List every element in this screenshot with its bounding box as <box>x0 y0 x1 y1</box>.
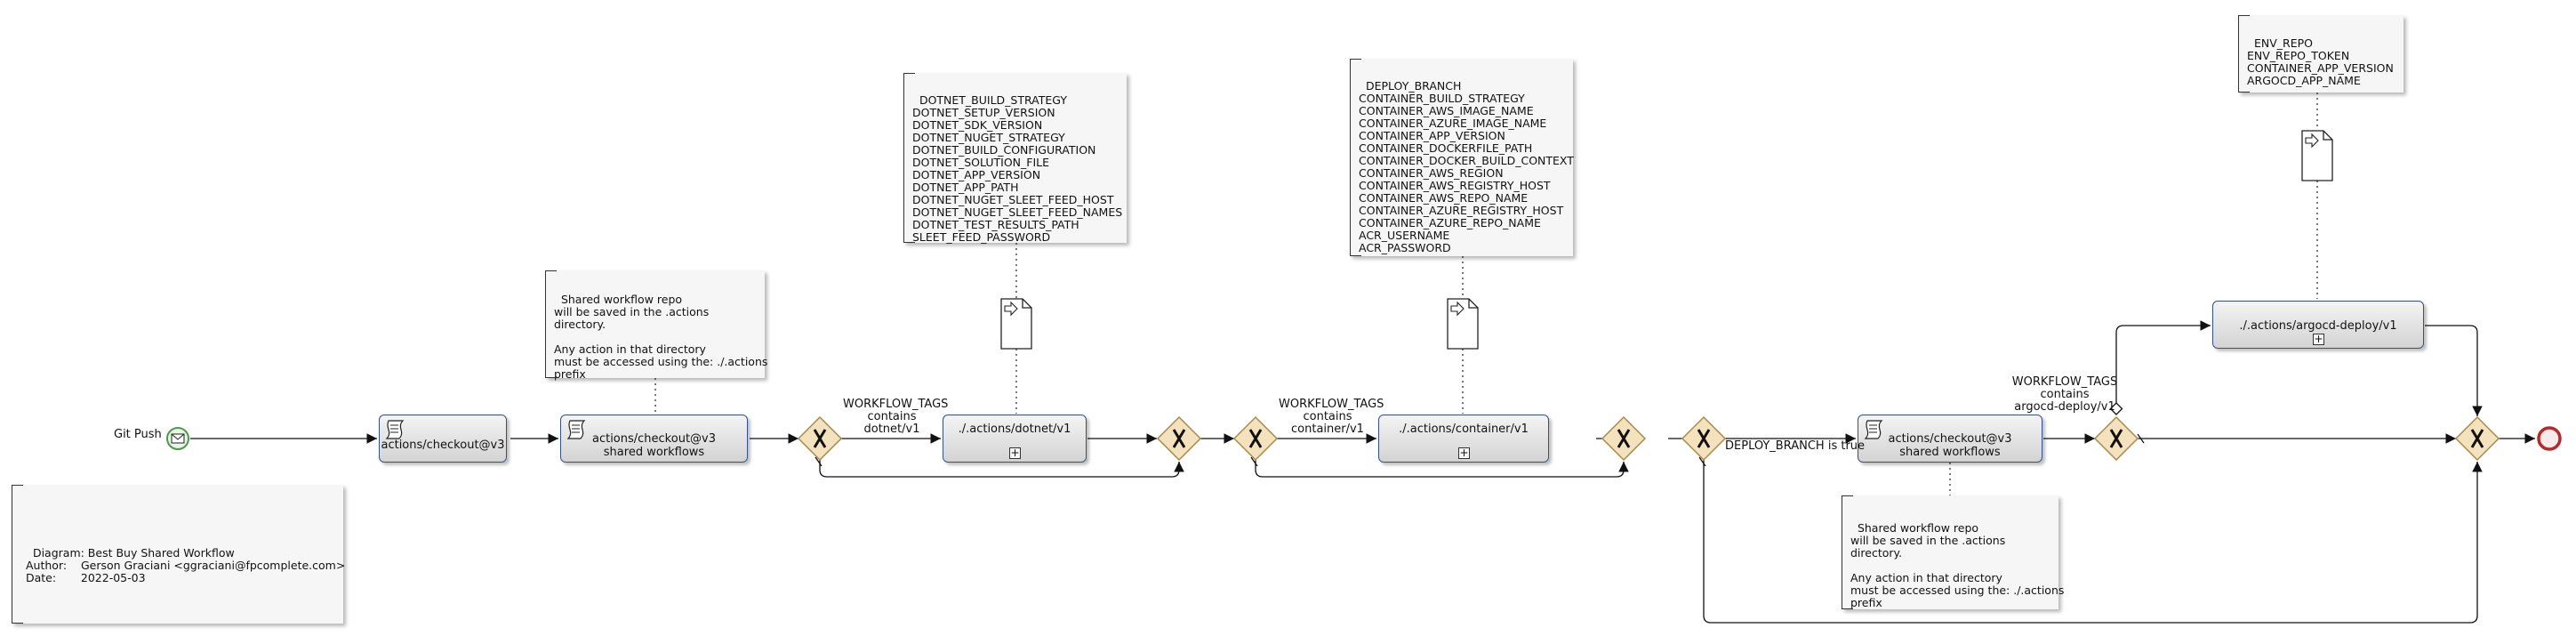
subprocess-label: ./.actions/container/v1 <box>1399 423 1529 436</box>
flow <box>819 460 1184 478</box>
start-event-label: Git Push <box>114 428 162 441</box>
exclusive-gateway-icon <box>813 429 827 448</box>
exclusive-gateway[interactable] <box>1601 415 1647 462</box>
subprocess-dotnet[interactable]: ./.actions/dotnet/v1 + <box>943 415 1087 463</box>
task-label-line1: actions/checkout@v3 <box>1888 432 2012 446</box>
note-diagram-info: Diagram: Best Buy Shared Workflow Author… <box>12 485 345 624</box>
start-event[interactable] <box>166 427 189 450</box>
condition-label-deploy-branch: DEPLOY_BRANCH is true <box>1725 439 1866 453</box>
plus-icon[interactable]: + <box>2313 333 2324 345</box>
task-label-line1: actions/checkout@v3 <box>591 432 717 446</box>
exclusive-gateway[interactable] <box>1232 415 1279 462</box>
exclusive-gateway-icon <box>2109 429 2123 448</box>
note-container-vars: DEPLOY_BRANCH CONTAINER_BUILD_STRATEGY C… <box>1350 59 1574 256</box>
exclusive-gateway[interactable] <box>2093 415 2139 462</box>
data-input-icon[interactable] <box>1000 298 1032 350</box>
exclusive-gateway[interactable] <box>1681 415 1727 462</box>
exclusive-gateway[interactable] <box>2454 415 2500 462</box>
exclusive-gateway[interactable] <box>1156 415 1202 462</box>
task-label: actions/checkout@v3 <box>381 439 505 452</box>
exclusive-gateway-icon <box>2470 429 2484 448</box>
gateways <box>797 415 2500 462</box>
exclusive-gateway-icon <box>1697 429 1711 448</box>
note-shared-repo-top: Shared workflow repo will be saved in th… <box>545 270 767 381</box>
data-input-icon[interactable] <box>2301 130 2333 181</box>
task-checkout-shared-2[interactable]: actions/checkout@v3 shared workflows <box>1858 415 2042 463</box>
sequence-flows <box>190 320 2535 624</box>
flow <box>2425 325 2483 416</box>
subprocess-argocd[interactable]: ./.actions/argocd-deploy/v1 + <box>2212 301 2424 349</box>
task-checkout-shared[interactable]: actions/checkout@v3 shared workflows <box>560 415 748 463</box>
script-icon <box>1864 420 1883 439</box>
plus-icon[interactable]: + <box>1009 447 1021 459</box>
task-label-line2: shared workflows <box>1899 446 2001 459</box>
subprocess-label: ./.actions/argocd-deploy/v1 <box>2239 319 2397 333</box>
plus-icon[interactable]: + <box>1458 447 1470 459</box>
note-shared-repo-bottom: Shared workflow repo will be saved in th… <box>1842 495 2064 609</box>
task-label-line2: shared workflows <box>603 446 705 459</box>
envelope-icon <box>171 433 185 444</box>
data-inputs <box>1000 130 2333 350</box>
script-icon <box>385 420 405 439</box>
subprocess-label: ./.actions/dotnet/v1 <box>958 423 1071 436</box>
flow <box>2109 320 2211 415</box>
note-dotnet-vars: DOTNET_BUILD_STRATEGY DOTNET_SETUP_VERSI… <box>903 73 1127 244</box>
data-input-icon[interactable] <box>1447 298 1479 350</box>
flow <box>1255 460 1629 478</box>
task-checkout[interactable]: actions/checkout@v3 <box>379 415 507 463</box>
note-argocd-vars: ENV_REPO ENV_REPO_TOKEN CONTAINER_APP_VE… <box>2238 15 2403 93</box>
exclusive-gateway-icon <box>1617 429 1631 448</box>
exclusive-gateway-icon <box>1172 429 1186 448</box>
end-event[interactable] <box>2537 426 2562 451</box>
subprocess-container[interactable]: ./.actions/container/v1 + <box>1378 415 1549 463</box>
exclusive-gateway[interactable] <box>797 415 843 462</box>
flow <box>1703 460 2483 624</box>
script-icon <box>566 420 586 439</box>
exclusive-gateway-icon <box>1248 429 1263 448</box>
associations <box>654 93 2318 495</box>
